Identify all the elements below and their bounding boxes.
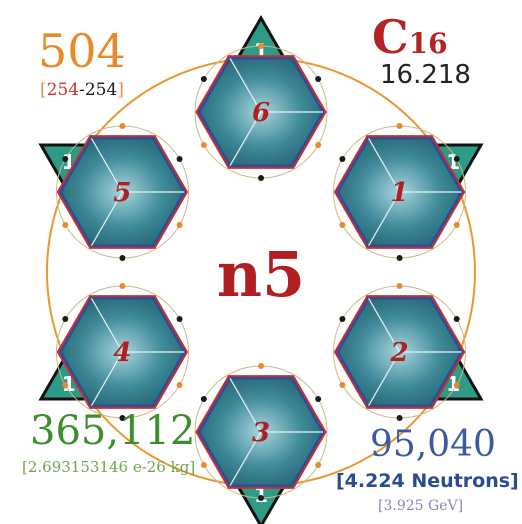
hexagon-red-outline [56,295,189,409]
count-bottom-left: 365,112 [30,408,196,454]
hexagon-spoke [368,191,401,246]
hexagon-spoke [229,111,262,166]
hexagon-red-outline [333,295,466,409]
hexagon-spoke [90,298,123,353]
vertex-dot [453,222,460,228]
hexagon-5: 5 [55,123,189,261]
vertex-dot [339,156,346,162]
hexagon-label: 3 [252,418,270,448]
vertex-dot [453,382,460,388]
vertex-dot [200,396,207,402]
vertex-dot [396,415,403,421]
hexagon-label: 4 [113,338,131,368]
vertex-dot [62,382,69,388]
vertex-dot [453,316,460,322]
center-label: n5 [217,238,305,311]
energy-label: [3.925 GeV] [378,498,464,514]
hexagon-red-outline [333,135,466,249]
hexagon-4: 4 [55,283,189,421]
count-bottom-right: 95,040 [370,424,496,465]
vertex-dot [258,43,264,49]
vertex-dot [339,382,346,388]
hexagon-label: 1 [391,178,409,208]
hexagon-spoke [229,378,262,433]
mass-kg-label: [2.693153146 e-26 kg] [22,458,196,476]
vertex-dot [176,316,183,322]
vertex-dot [396,283,403,289]
vertex-dot [119,255,126,261]
element-symbol: C16 [372,10,448,64]
vertex-dot [119,123,126,129]
hexagon-label: 2 [390,338,409,368]
vertex-dot [176,156,183,162]
vertex-dot [119,415,126,421]
hexagon-spoke [90,191,123,246]
vertex-dot [200,76,207,82]
hexagon-red-outline [56,135,189,249]
hexagon-spoke [368,351,401,406]
hexagon-spoke [229,58,262,113]
vertex-dot [453,156,460,162]
vertex-dot [396,255,403,261]
vertex-dot [258,363,264,369]
vertex-dot [258,175,264,181]
hexagon-spoke [368,298,401,353]
hexagon-spoke [90,138,123,193]
hexagon-label: 5 [113,178,131,208]
vertex-dot [62,316,69,322]
range-top-left: [254-254] [40,80,124,100]
hexagon-3: 3 [194,363,328,501]
hexagon-1: 1 [333,123,467,261]
vertex-dot [119,283,126,289]
vertex-dot [258,495,264,501]
hexagon-label: 6 [252,98,270,128]
hexagon-red-outline [195,55,327,169]
vertex-dot [315,142,322,148]
hexagon-spoke [229,431,262,486]
element-mass: 16.218 [380,60,471,90]
vertex-dot [339,316,346,322]
hexagon-spoke [368,138,401,193]
vertex-dot [62,222,69,228]
vertex-dot [200,142,207,148]
vertex-dot [176,222,183,228]
vertex-dot [62,156,69,162]
count-top-left: 504 [38,24,126,78]
vertex-dot [396,123,403,129]
vertex-dot [176,382,183,388]
vertex-dot [200,462,207,468]
hexagon-red-outline [195,375,327,489]
vertex-dot [339,222,346,228]
vertex-dot [315,462,322,468]
neutrons-label: [4.224 Neutrons] [336,470,519,492]
hexagon-2: 2 [333,283,467,421]
vertex-dot [315,396,322,402]
hexagon-spoke [90,351,123,406]
vertex-dot [315,76,322,82]
hexagon-6: 6 [194,43,328,181]
